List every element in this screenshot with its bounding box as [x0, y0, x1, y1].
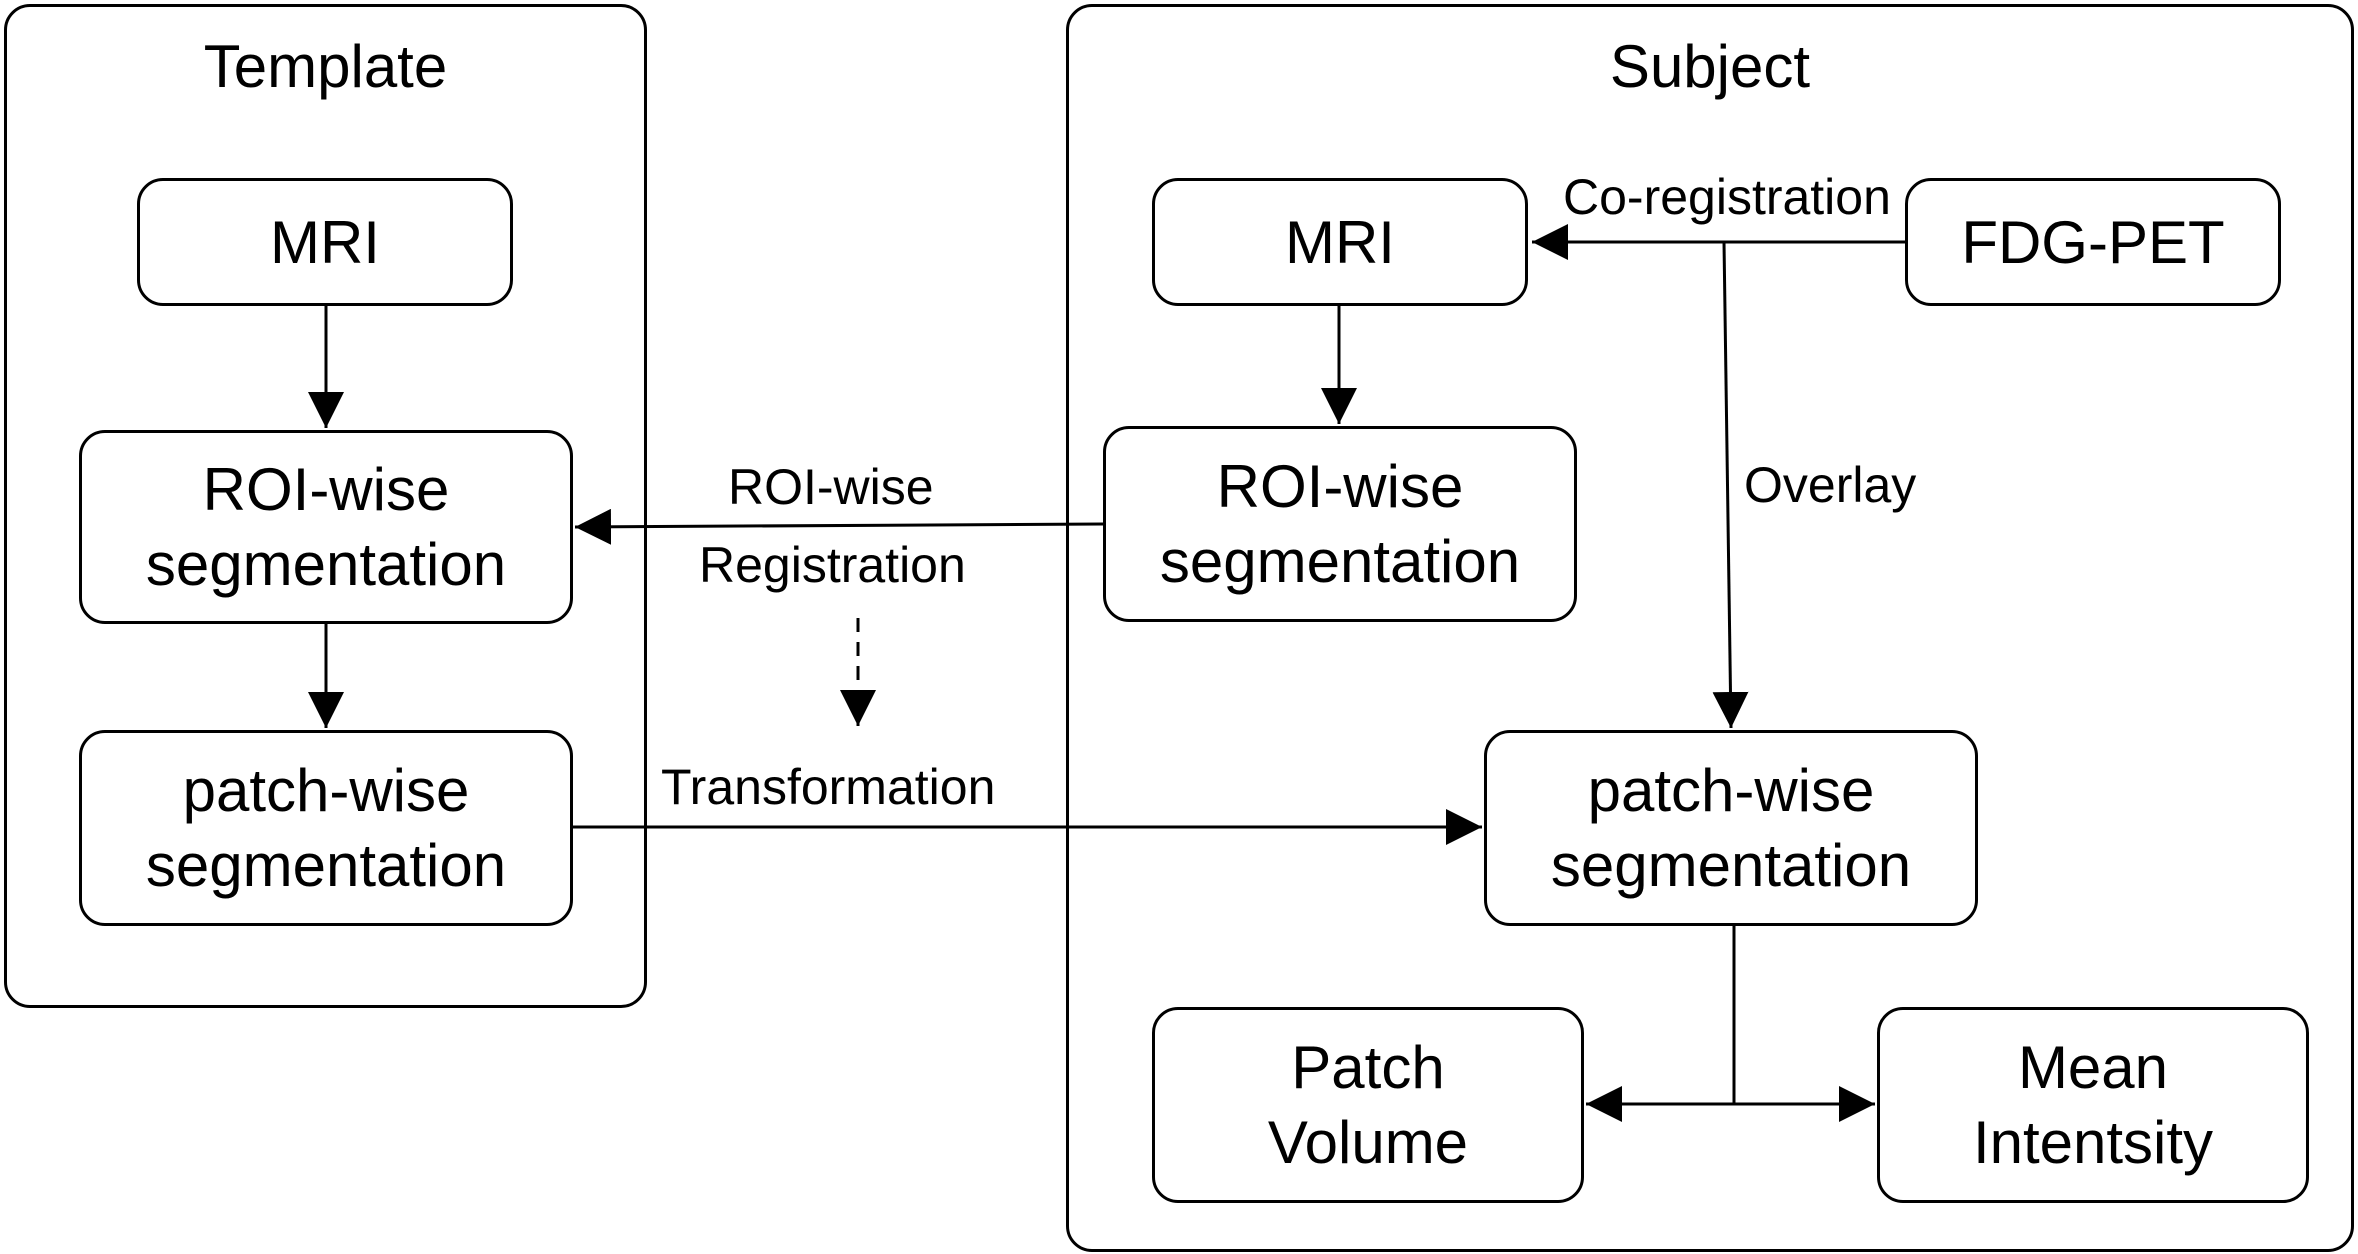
overlay-label: Overlay — [1744, 457, 1917, 513]
template-patch-seg-line-2: segmentation — [145, 832, 507, 899]
template-mri-label: MRI — [270, 208, 380, 276]
subject-patch-seg-line-1: patch-wise — [1587, 757, 1875, 824]
subject-patch-segmentation-node: patch-wise segmentation — [1484, 730, 1978, 926]
subject-patch-seg-line-2: segmentation — [1550, 832, 1912, 899]
patch-volume-line-1: Patch — [1291, 1034, 1445, 1101]
roi-registration-label-line-2: Registration — [699, 537, 966, 593]
subject-panel-title: Subject — [1609, 33, 1811, 100]
template-roi-seg-line-1: ROI-wise — [202, 456, 450, 523]
patch-volume-node: Patch Volume — [1152, 1007, 1584, 1203]
mean-intensity-node: Mean Intentsity — [1877, 1007, 2309, 1203]
mean-intensity-line-2: Intentsity — [1972, 1109, 2214, 1176]
subject-mri-label: MRI — [1285, 208, 1395, 276]
mean-intensity-line-1: Mean — [2017, 1034, 2169, 1101]
template-patch-seg-line-1: patch-wise — [182, 757, 470, 824]
transformation-label: Transformation — [661, 759, 996, 815]
subject-roi-segmentation-node: ROI-wise segmentation — [1103, 426, 1577, 622]
template-panel-title: Template — [203, 33, 448, 100]
fdg-pet-label: FDG-PET — [1961, 208, 2225, 276]
template-patch-segmentation-node: patch-wise segmentation — [79, 730, 573, 926]
subject-roi-seg-line-1: ROI-wise — [1216, 453, 1464, 520]
subject-roi-seg-line-2: segmentation — [1159, 528, 1521, 595]
edge-roi-registration — [574, 508, 1104, 545]
roi-registration-label-line-1: ROI-wise — [728, 459, 934, 515]
patch-volume-line-2: Volume — [1267, 1109, 1469, 1176]
template-mri-node: MRI — [137, 178, 513, 306]
template-roi-segmentation-node: ROI-wise segmentation — [79, 430, 573, 624]
fdg-pet-node: FDG-PET — [1905, 178, 2281, 306]
subject-mri-node: MRI — [1152, 178, 1528, 306]
co-registration-label: Co-registration — [1563, 169, 1891, 225]
template-roi-seg-line-2: segmentation — [145, 531, 507, 598]
